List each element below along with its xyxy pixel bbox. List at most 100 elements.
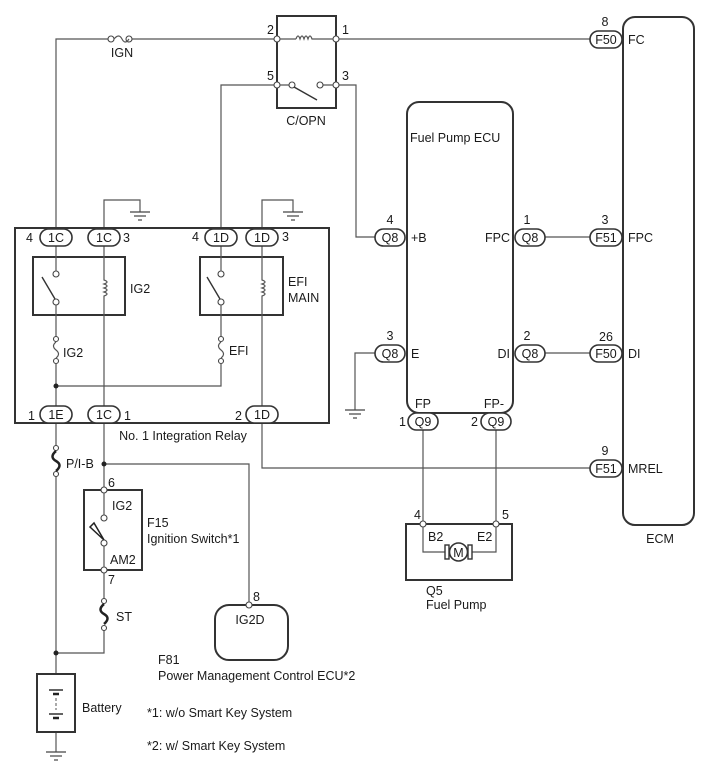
fuse-st: ST [99,597,132,632]
component-label: Ignition Switch*1 [147,532,239,546]
ground-icon [46,751,66,761]
svg-text:6: 6 [108,476,115,490]
svg-text:F81: F81 [158,653,180,667]
wire-ground-1c [103,199,141,228]
svg-text:1D: 1D [254,408,270,422]
connector-q9-fpminus: Q9 2 FP- [471,397,512,431]
connector-q8-b: Q8 4 +B [374,213,427,247]
svg-text:E2: E2 [477,530,492,544]
connector-1c-4: 1C 4 [26,228,73,247]
svg-text:4: 4 [414,508,421,522]
svg-text:F15: F15 [147,516,169,530]
fuel-pump: M B2 E2 4 5 Q5 Fuel Pump [405,508,513,612]
ground-icon [345,409,365,419]
motor-icon: M [444,542,473,562]
component-label: Battery [82,701,122,715]
fuse-pib: P/I-B [51,444,94,478]
power-management-ecu: 8 IG2D F81 Power Management Control ECU*… [158,590,355,683]
svg-text:FP-: FP- [484,397,504,411]
svg-text:4: 4 [192,230,199,244]
connector-f50-fc: F50 8FC [589,15,645,49]
wire-copn-5 [220,84,277,228]
svg-text:3: 3 [342,69,349,83]
svg-text:EFI: EFI [229,344,248,358]
footnote: *2: w/ Smart Key System [147,739,285,753]
svg-text:IG2: IG2 [112,499,132,513]
wire-e-ground [354,352,375,410]
svg-text:8: 8 [602,15,609,29]
svg-text:2: 2 [524,329,531,343]
svg-text:4: 4 [387,213,394,227]
copn-relay: 2 1 5 3 C/OPN [267,15,349,128]
svg-text:2: 2 [471,415,478,429]
svg-text:1C: 1C [96,231,112,245]
wire-ign [55,38,277,228]
svg-text:FC: FC [628,33,645,47]
svg-text:1E: 1E [48,408,63,422]
svg-text:+B: +B [411,231,427,245]
svg-text:3: 3 [602,213,609,227]
svg-text:Q9: Q9 [488,415,505,429]
svg-text:IG2D: IG2D [235,613,264,627]
svg-text:DI: DI [628,347,641,361]
svg-text:FPC: FPC [628,231,653,245]
svg-text:FP: FP [415,397,431,411]
svg-text:IG2: IG2 [63,346,83,360]
svg-text:Q5: Q5 [426,584,443,598]
component-label: Power Management Control ECU*2 [158,669,355,683]
svg-text:Q8: Q8 [382,347,399,361]
svg-text:3: 3 [282,230,289,244]
svg-text:3: 3 [387,329,394,343]
svg-text:EFI: EFI [288,275,307,289]
component-label: ECM [646,532,674,546]
fuse-icon [51,450,61,472]
svg-text:26: 26 [599,330,613,344]
coil-icon [260,246,266,415]
svg-text:1: 1 [524,213,531,227]
svg-text:7: 7 [108,573,115,587]
key-switch-icon [88,521,105,541]
wires [55,38,590,752]
svg-text:Q8: Q8 [382,231,399,245]
battery: Battery [36,673,122,733]
component-label: Fuel Pump ECU [410,131,500,145]
fuse-icon [113,35,130,43]
svg-text:9: 9 [602,444,609,458]
wire-st [56,570,105,654]
svg-text:F50: F50 [595,33,617,47]
svg-text:4: 4 [26,231,33,245]
svg-text:AM2: AM2 [110,553,136,567]
connector-1c-3: 1C 3 [87,228,130,247]
svg-text:3: 3 [123,231,130,245]
svg-text:F50: F50 [595,347,617,361]
svg-text:2: 2 [235,409,242,423]
svg-text:MREL: MREL [628,462,663,476]
svg-text:8: 8 [253,590,260,604]
connector-1d-4: 1D4 [192,228,238,247]
svg-text:1: 1 [124,409,131,423]
svg-text:1C: 1C [48,231,64,245]
wire-ground-1d [261,199,294,228]
wire-ig2d [104,463,250,605]
fuse-label: IGN [111,46,133,60]
fuse-icon [217,341,225,359]
svg-text:IG2: IG2 [130,282,150,296]
svg-text:ST: ST [116,610,132,624]
svg-text:M: M [453,546,463,560]
component-label: No. 1 Integration Relay [119,429,248,443]
svg-text:MAIN: MAIN [288,291,319,305]
component-label: C/OPN [286,114,326,128]
svg-text:1: 1 [28,409,35,423]
footnote: *1: w/o Smart Key System [147,706,292,720]
fuse-ign: IGN [107,35,133,60]
ignition-switch: IG2 AM2 6 7 F15 Ignition Switch*1 [83,476,239,587]
svg-text:DI: DI [498,347,511,361]
svg-text:1: 1 [399,415,406,429]
